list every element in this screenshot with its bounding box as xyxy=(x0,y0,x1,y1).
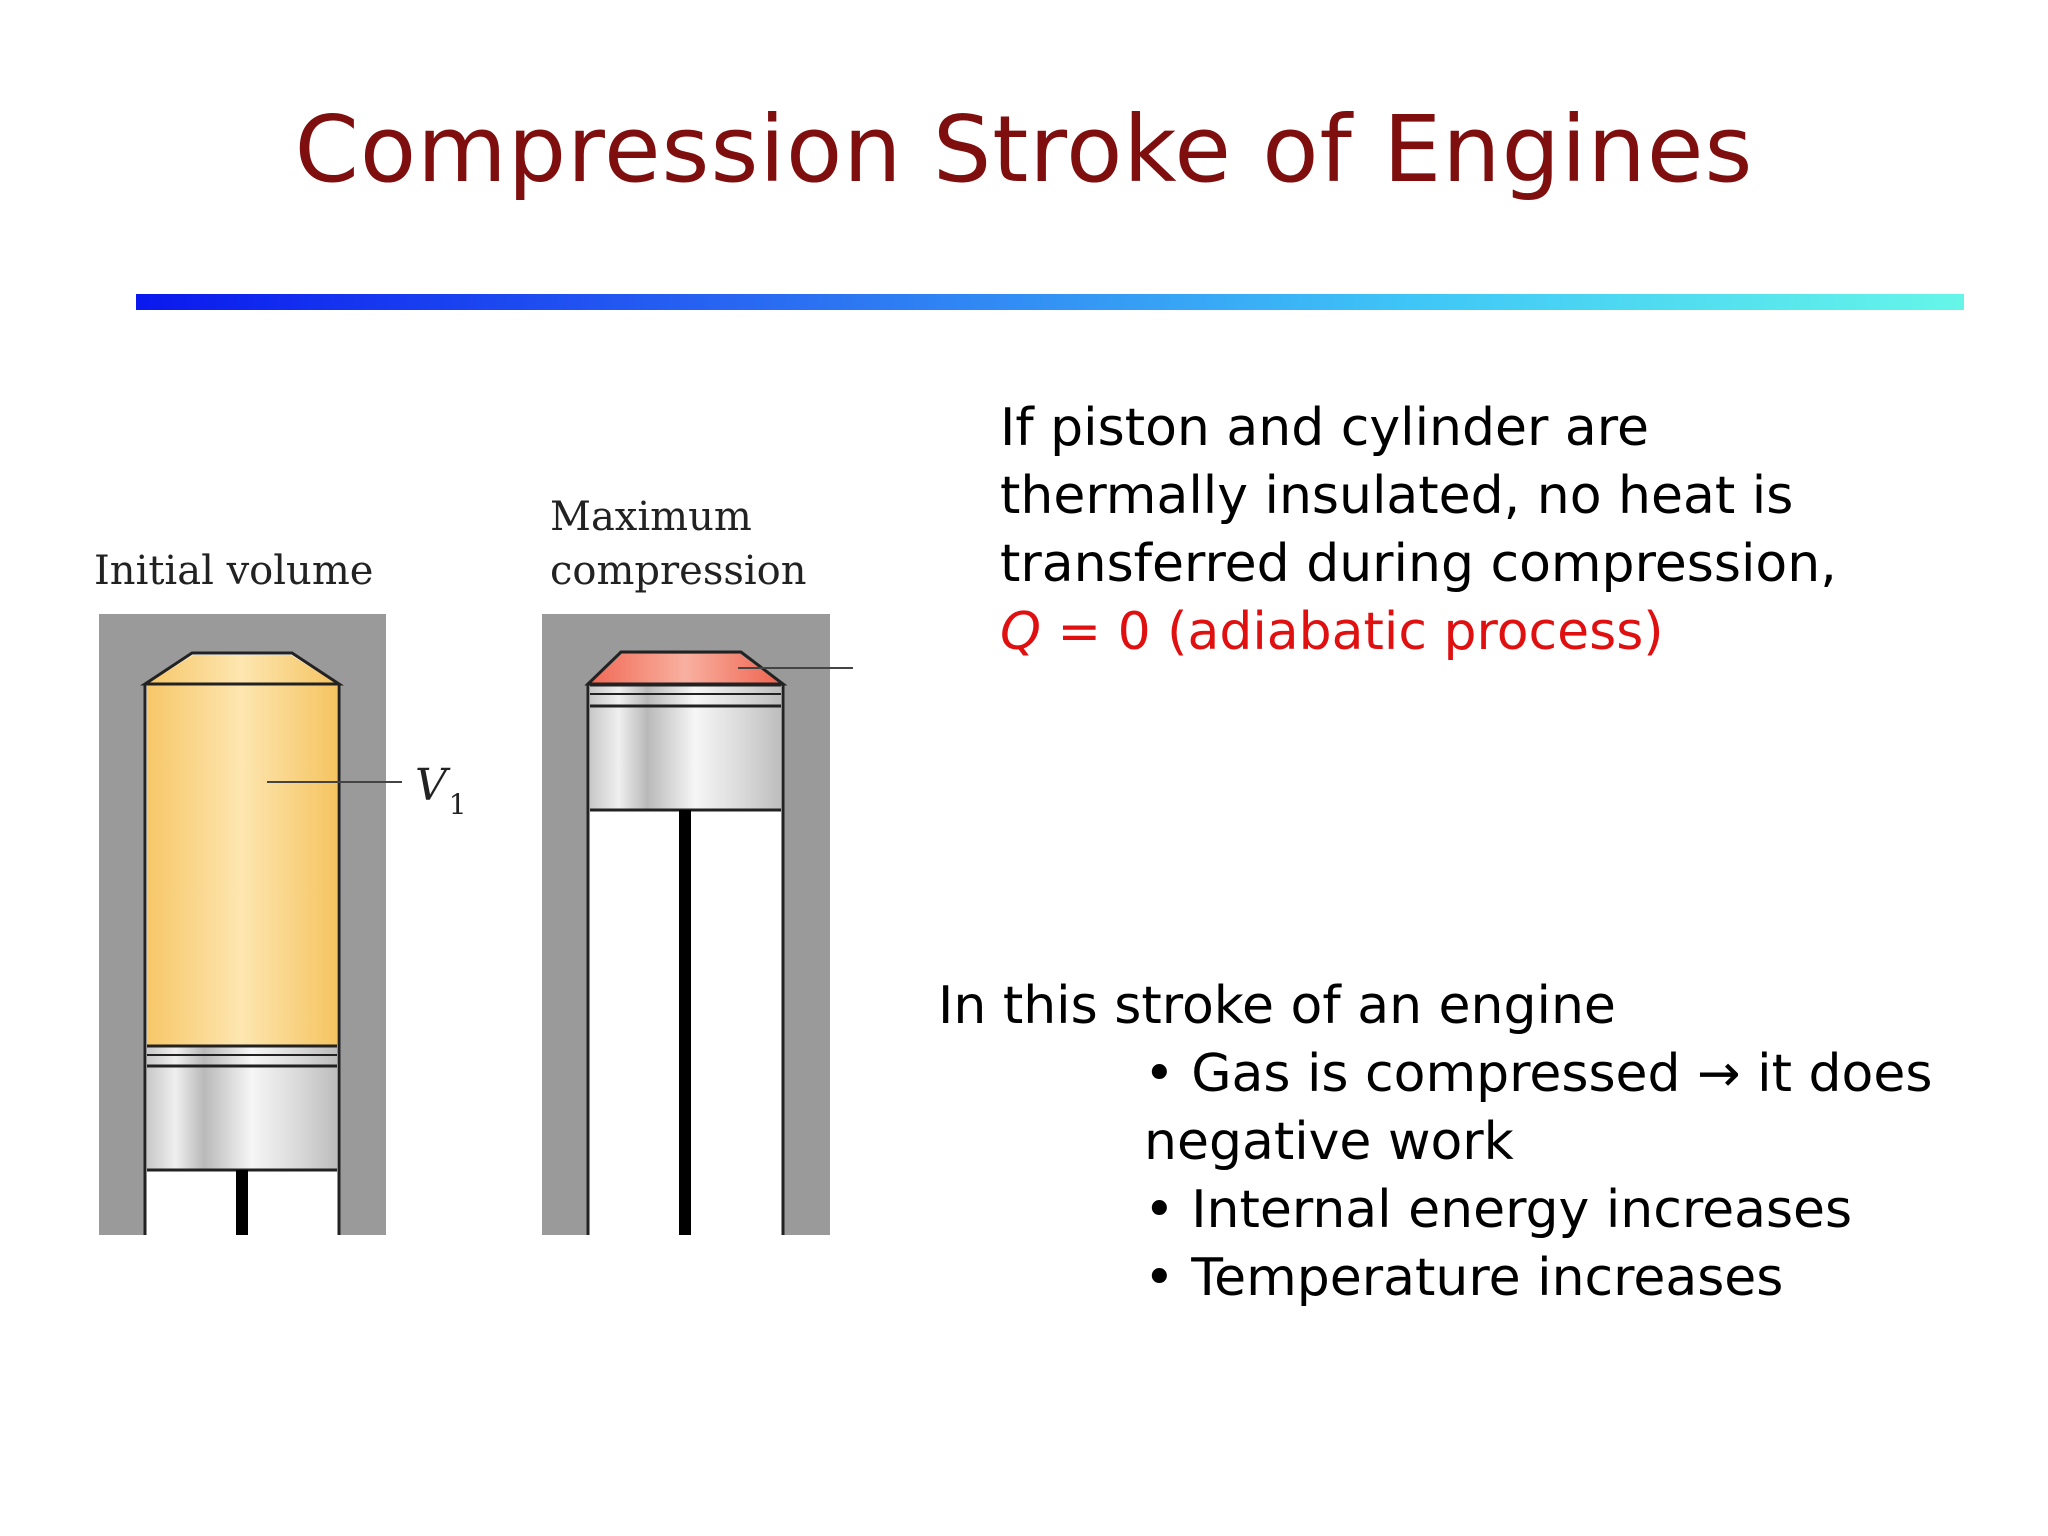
compressed-cylinder xyxy=(542,614,853,1235)
connecting-rod-right xyxy=(679,810,691,1235)
explanation-line-2: thermally insulated, no heat is xyxy=(1000,466,1794,526)
summary-item-gas-compressed-cont: negative work xyxy=(1144,1112,1514,1172)
explanation-line-1: If piston and cylinder are xyxy=(1000,398,1649,458)
summary-intro: In this stroke of an engine xyxy=(938,976,1616,1036)
v1-subscript: 1 xyxy=(448,788,467,821)
max-compression-label-line1: Maximum xyxy=(550,494,752,540)
title-divider xyxy=(136,294,1964,310)
summary-item-temperature: • Temperature increases xyxy=(1144,1248,1784,1308)
adiabatic-condition-text: = 0 (adiabatic process) xyxy=(1040,602,1664,662)
slide-title: Compression Stroke of Engines xyxy=(294,96,1754,203)
v1-label: V1 xyxy=(415,760,467,821)
connecting-rod-left xyxy=(236,1170,248,1235)
max-compression-label-line2: compression xyxy=(550,548,807,594)
summary-item-gas-compressed: • Gas is compressed → it does xyxy=(1144,1044,1933,1104)
gas-volume-v1 xyxy=(147,655,337,1045)
summary-item-internal-energy: • Internal energy increases xyxy=(1144,1180,1853,1240)
piston-left xyxy=(147,1044,337,1172)
v1-symbol: V xyxy=(415,760,447,811)
explanation-line-3: transferred during compression, xyxy=(1000,534,1837,594)
piston-right xyxy=(590,683,781,812)
initial-cylinder xyxy=(99,614,402,1235)
stroke-summary: In this stroke of an engine • Gas is com… xyxy=(938,972,2018,1312)
initial-volume-label: Initial volume xyxy=(94,548,374,594)
adiabatic-explanation: If piston and cylinder are thermally ins… xyxy=(1000,394,2000,666)
q-symbol: Q xyxy=(1000,602,1041,662)
compressed-gas xyxy=(590,654,781,684)
adiabatic-condition: Q = 0 (adiabatic process) xyxy=(1000,598,2000,666)
